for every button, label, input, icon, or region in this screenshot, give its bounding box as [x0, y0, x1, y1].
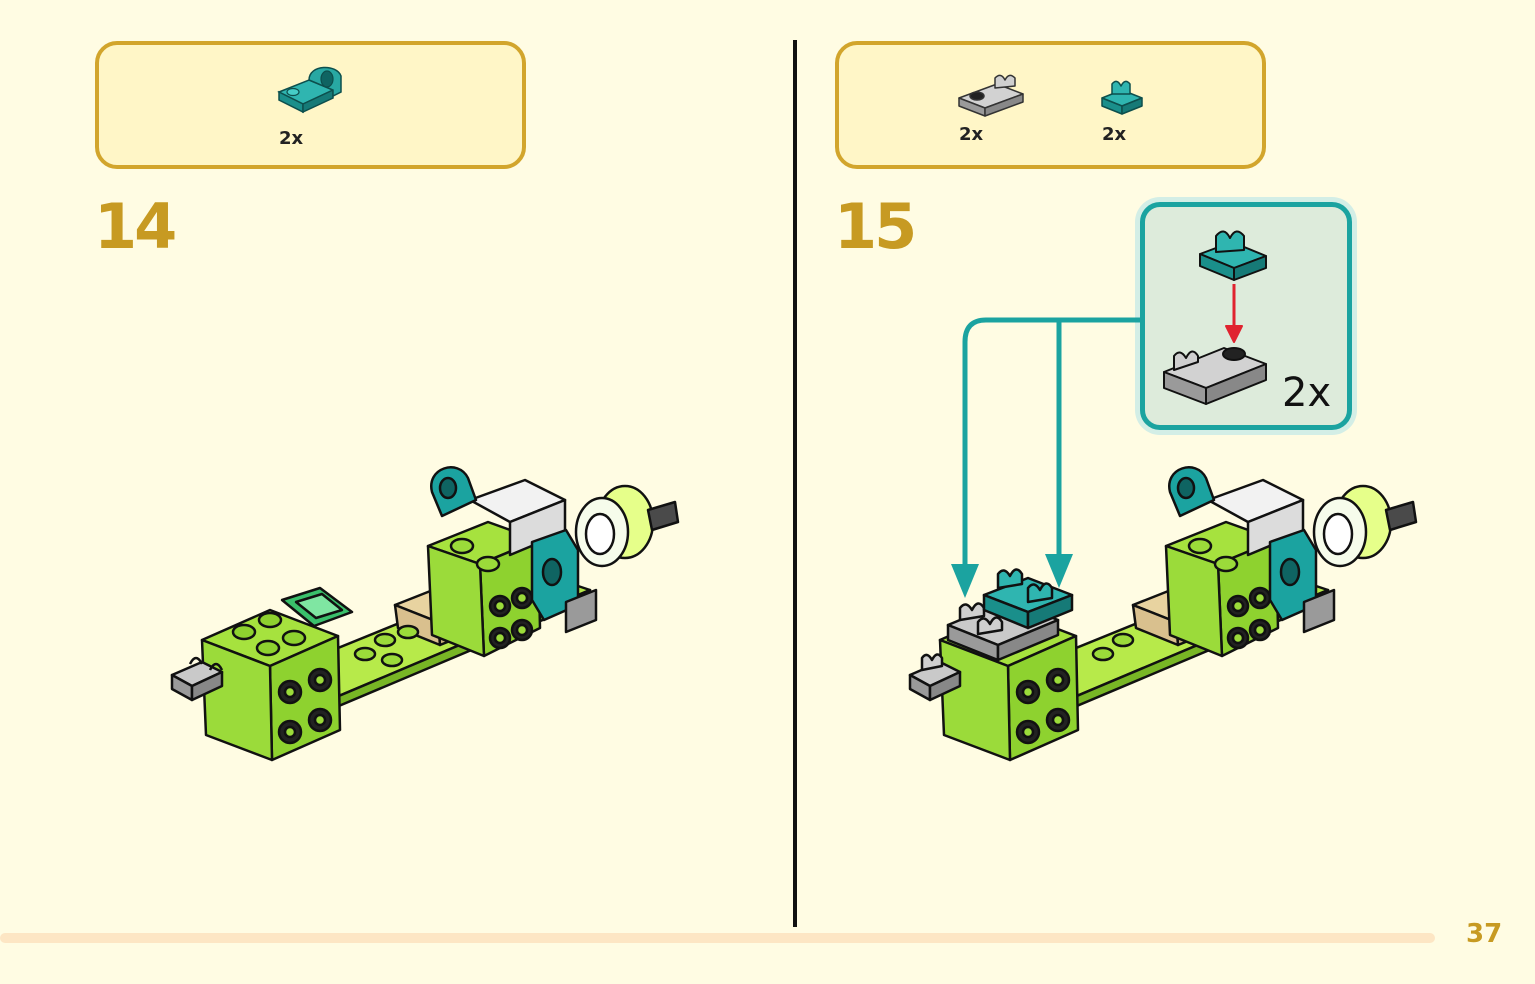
placement-arrows — [951, 317, 1142, 598]
step-number: 14 — [94, 190, 177, 263]
part-quantity: 2x — [1102, 124, 1127, 145]
step-14-model-illustration — [170, 466, 680, 762]
teal-plate-pin-hole-part-icon — [277, 66, 342, 114]
part-quantity: 2x — [279, 128, 304, 149]
grey-plate-clip-part-icon — [958, 74, 1024, 117]
step-15-model-illustration — [908, 466, 1418, 762]
parts-box-step-15 — [835, 41, 1266, 169]
subassembly-quantity: 2x — [1282, 370, 1332, 416]
subassembly-illustration — [1163, 230, 1267, 405]
page-number: 37 — [1466, 919, 1503, 949]
step-divider — [793, 40, 797, 927]
part-quantity: 2x — [959, 124, 984, 145]
step-number: 15 — [834, 190, 917, 263]
page-progress-bar — [0, 933, 1435, 943]
teal-plate-clip-part-icon — [1101, 80, 1143, 115]
